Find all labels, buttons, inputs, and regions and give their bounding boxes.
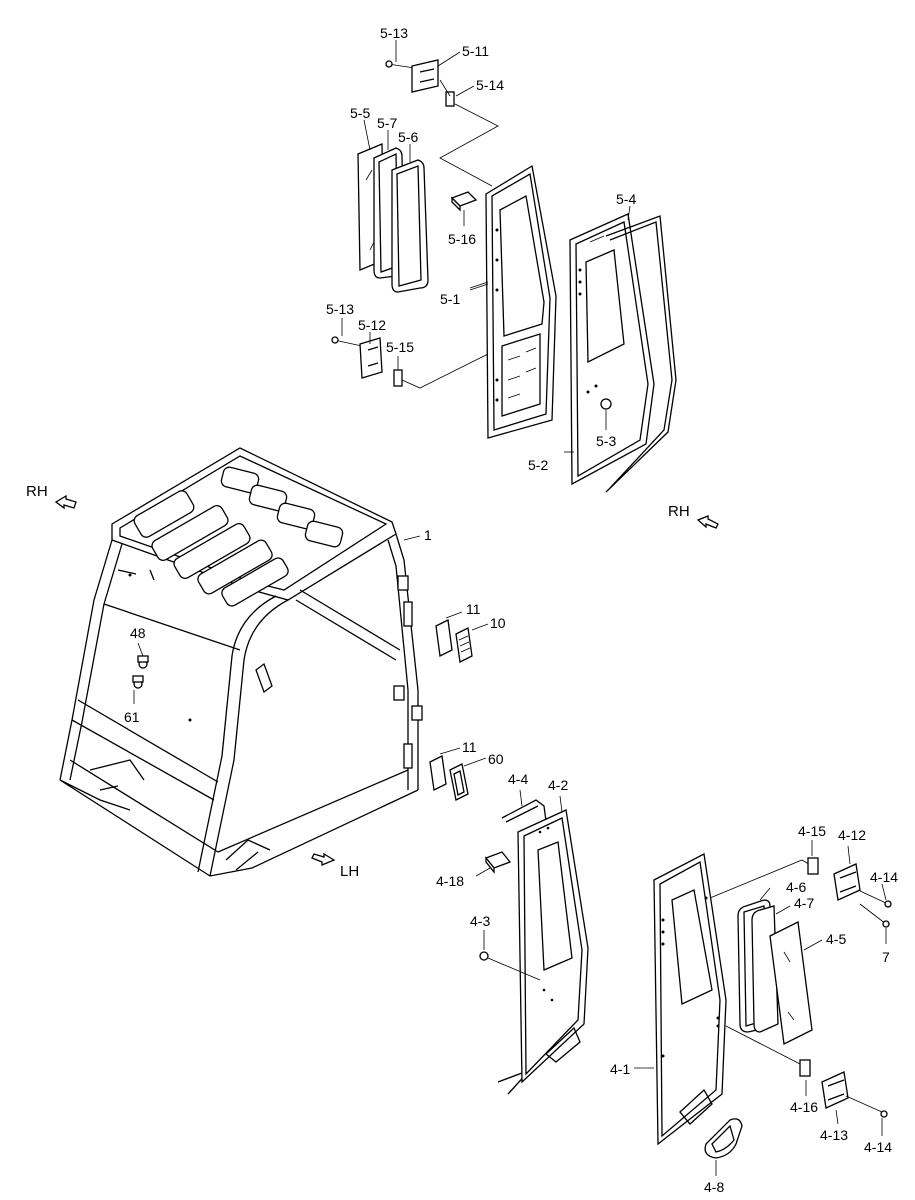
label-4-5: 4-5 <box>826 931 846 947</box>
weather-strip-5-6 <box>391 159 429 293</box>
label-5-15: 5-15 <box>386 339 414 355</box>
label-4-12: 4-12 <box>838 827 866 843</box>
label-11-lower: 11 <box>462 739 477 755</box>
label-4-8: 4-8 <box>704 1179 724 1195</box>
label-5-1: 5-1 <box>440 291 460 307</box>
fitting-61 <box>132 675 144 704</box>
label-4-4: 4-4 <box>508 771 528 787</box>
upper-door-assembly <box>331 59 677 493</box>
cab-frame-1 <box>59 447 423 877</box>
grille-60 <box>449 757 487 801</box>
part-labels: 5-13 5-11 5-14 5-5 5-7 5-6 5-16 5-4 5-1 … <box>26 25 898 1195</box>
label-5-3: 5-3 <box>596 433 616 449</box>
label-10: 10 <box>490 615 506 631</box>
direction-arrow-lh <box>311 852 336 866</box>
hinge-bracket-5-12 <box>331 318 403 387</box>
label-5-13-bottom: 5-13 <box>326 301 354 317</box>
pad-11b <box>429 747 461 791</box>
hinge-plate-4-16 <box>799 1059 811 1096</box>
door-frame-5-1 <box>469 164 557 439</box>
label-rh-right: RH <box>668 503 690 520</box>
label-5-7: 5-7 <box>377 115 397 131</box>
label-5-2: 5-2 <box>528 457 548 473</box>
seal-4-8 <box>704 1118 743 1176</box>
bolt-4-14a <box>857 883 892 908</box>
bolt-7 <box>859 903 890 944</box>
pad-5-16 <box>450 191 478 226</box>
label-4-1: 4-1 <box>610 1061 630 1077</box>
label-4-2: 4-2 <box>548 777 568 793</box>
label-5-11: 5-11 <box>462 43 489 59</box>
bolt-4-14b <box>845 1095 888 1136</box>
label-5-12: 5-12 <box>358 317 386 333</box>
label-5-5: 5-5 <box>350 105 370 121</box>
label-5-4: 5-4 <box>616 191 636 207</box>
label-4-3: 4-3 <box>470 913 490 929</box>
door-panel-4-2 <box>517 795 589 1084</box>
direction-arrow-rh-right <box>696 515 719 529</box>
label-1: 1 <box>424 527 432 543</box>
label-60: 60 <box>488 751 504 767</box>
direction-arrow-rh-left <box>54 494 77 510</box>
seal-5-4 <box>605 205 677 493</box>
label-48: 48 <box>130 625 146 641</box>
label-lh: LH <box>340 863 359 880</box>
hinge-bracket-4-13 <box>821 1071 849 1125</box>
label-5-13-top: 5-13 <box>380 25 408 41</box>
label-5-16: 5-16 <box>448 231 476 247</box>
label-5-6: 5-6 <box>398 129 418 145</box>
label-5-14: 5-14 <box>476 77 504 93</box>
door-frame-4-1 <box>634 853 727 1146</box>
hinge-bracket-5-11 <box>385 59 455 107</box>
door-panel-5-2 <box>564 213 655 486</box>
fitting-48 <box>137 642 149 669</box>
lower-door-assembly <box>475 789 892 1176</box>
label-4-7: 4-7 <box>794 895 814 911</box>
pad-11a <box>435 611 463 657</box>
label-7: 7 <box>882 949 890 965</box>
leader-lines <box>395 40 489 291</box>
label-4-18: 4-18 <box>436 873 464 889</box>
knob-4-3 <box>479 930 541 981</box>
grille-10 <box>455 623 489 663</box>
label-11-upper: 11 <box>466 601 481 617</box>
roof-window-row <box>133 466 344 607</box>
hinge-plate-4-15 <box>807 840 819 875</box>
label-4-13: 4-13 <box>820 1127 848 1143</box>
label-4-16: 4-16 <box>790 1099 818 1115</box>
label-4-14-upper: 4-14 <box>870 869 898 885</box>
label-4-15: 4-15 <box>798 823 826 839</box>
label-4-6: 4-6 <box>786 879 806 895</box>
hinge-bracket-4-12 <box>833 845 861 901</box>
window-glass-4-5 <box>769 921 823 1045</box>
label-4-14-lower: 4-14 <box>864 1139 892 1155</box>
pad-4-18 <box>475 851 512 877</box>
label-rh-left: RH <box>26 483 48 500</box>
label-61: 61 <box>124 709 140 725</box>
